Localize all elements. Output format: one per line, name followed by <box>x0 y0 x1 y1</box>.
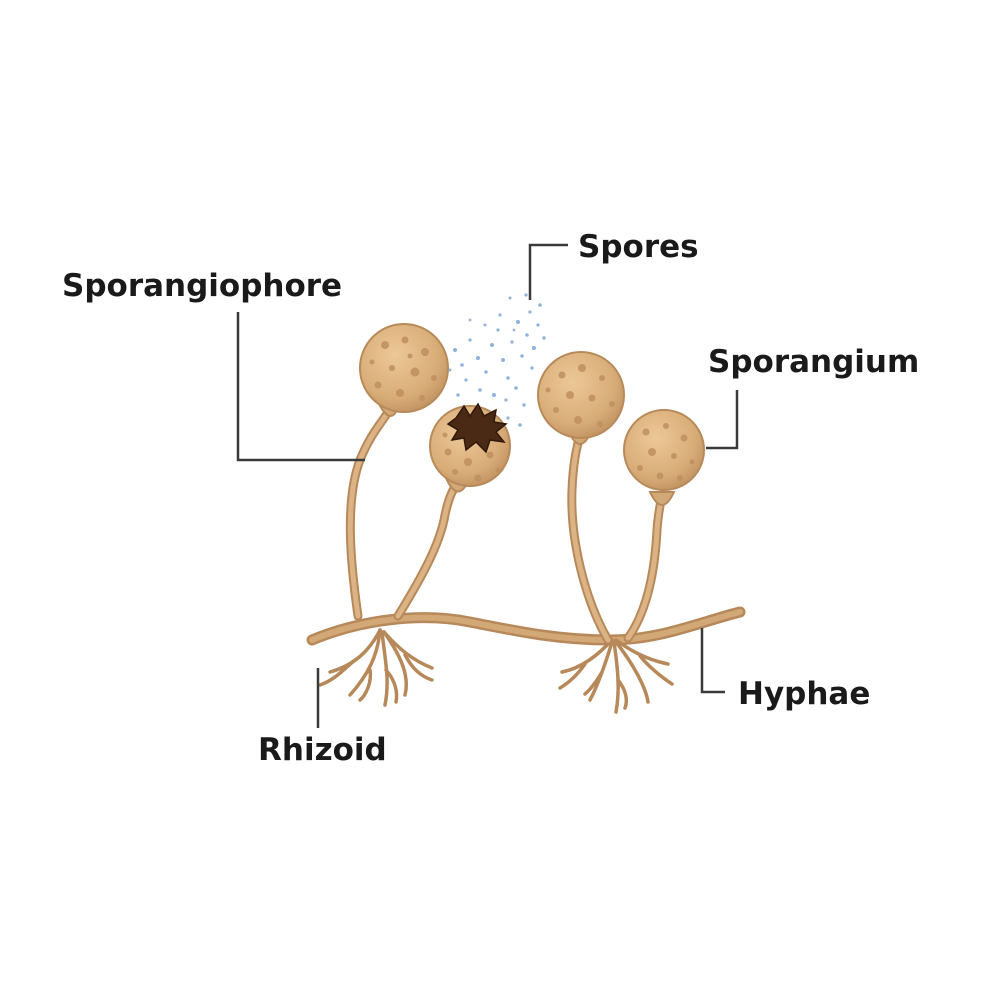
label-spores: Spores <box>578 229 699 265</box>
sporangiophore-leader <box>236 312 365 462</box>
spores-cloud <box>448 293 546 427</box>
sporangiophore-3 <box>567 430 613 645</box>
sporangiophore-1 <box>345 400 397 621</box>
burst-opening <box>446 402 508 454</box>
spores-leader <box>528 243 568 300</box>
rhizoid-right <box>558 638 674 714</box>
sporangium-3 <box>537 351 625 439</box>
sporangium-4 <box>623 409 705 491</box>
sporangiophore-4 <box>623 490 667 643</box>
sporangium-leader <box>706 390 739 450</box>
hyphae-filament <box>306 606 746 646</box>
label-rhizoid: Rhizoid <box>258 732 387 768</box>
hyphae-leader <box>700 628 725 694</box>
rhizoid-left <box>318 628 434 707</box>
label-sporangium: Sporangium <box>708 344 919 380</box>
sporangium-2-burst <box>429 402 511 487</box>
label-sporangiophore: Sporangiophore <box>62 268 342 304</box>
label-hyphae: Hyphae <box>738 676 870 712</box>
sporangium-1 <box>359 323 449 413</box>
sporangiophore-2 <box>393 477 463 621</box>
